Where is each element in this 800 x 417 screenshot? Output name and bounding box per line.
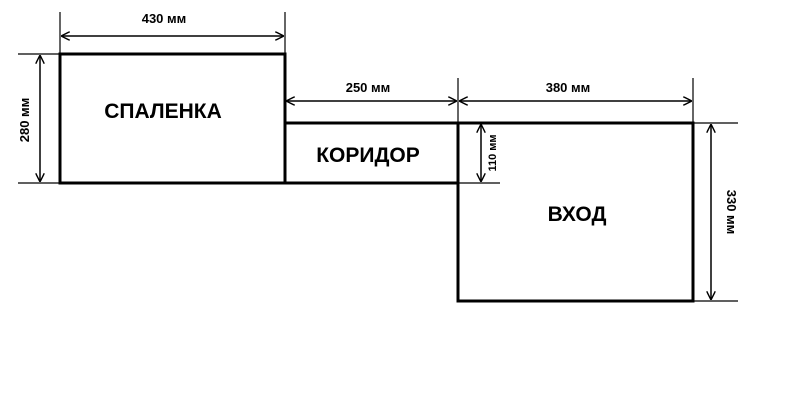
corridor-width-label: 250 мм	[346, 80, 391, 95]
corridor-height-label: 110 мм	[487, 134, 499, 171]
entrance-room	[456, 121, 695, 303]
entrance-height-label: 330 мм	[724, 190, 739, 235]
entrance-height-dimension: 330 мм	[693, 122, 739, 302]
entrance-width-label: 380 мм	[546, 80, 591, 95]
entrance-width-dimension: 380 мм	[457, 78, 694, 123]
bedroom-label: СПАЛЕНКА	[104, 100, 222, 123]
entrance-label: ВХОД	[548, 203, 607, 226]
bedroom-width-label: 430 мм	[142, 11, 187, 26]
bedroom-height-label: 280 мм	[17, 98, 32, 143]
bedroom-height-dimension: 280 мм	[17, 53, 60, 184]
bedroom-width-dimension: 430 мм	[59, 11, 286, 54]
corridor-width-dimension: 250 мм	[287, 80, 456, 101]
corridor-label: КОРИДОР	[316, 144, 420, 167]
corridor-height-dimension: 110 мм	[458, 122, 500, 184]
bedroom-room	[58, 52, 287, 185]
